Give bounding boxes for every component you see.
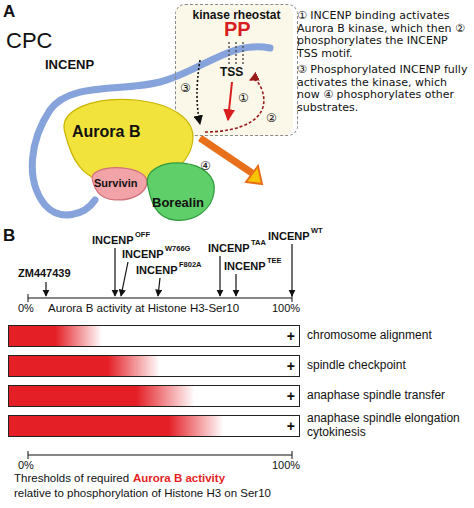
mutant-superscript: TEE: [267, 257, 282, 266]
arrow-one: [228, 82, 232, 120]
axis-title: Aurora B activity at Histone H3-Ser10: [48, 302, 239, 315]
pp-dots: [229, 42, 243, 64]
axis-tick-label: 0%: [18, 302, 34, 315]
mutant-name: INCENP: [136, 264, 178, 277]
arrow-four-head: [246, 166, 262, 184]
arrow-three: [197, 60, 200, 124]
mutant-name: INCENP: [224, 260, 266, 273]
mutant-name: INCENP: [92, 234, 134, 247]
axis-tick-label: 100%: [272, 459, 300, 472]
inhibitor-name: ZM447439: [18, 267, 71, 280]
mutant-superscript: W766G: [165, 245, 190, 254]
mutant-name: INCENP: [122, 248, 164, 261]
arrow-four: [200, 138, 252, 173]
complex-name: CPC: [6, 28, 52, 53]
axis-tick-label: 0%: [18, 459, 34, 472]
node-label: +: [287, 328, 295, 344]
callout-number: ③: [180, 82, 191, 96]
threshold-bar: +spindle checkpoint: [8, 355, 300, 377]
node-label: Survivin: [94, 177, 137, 190]
mutant-superscript: OFF: [135, 231, 150, 240]
mutant-superscript: TAA: [251, 239, 266, 248]
panel-letter: A: [3, 2, 15, 22]
phospho-mark: PP: [224, 18, 251, 41]
motif-name: TSS: [220, 66, 243, 80]
note-text: ③ Phosphorylated INCENP fully activates …: [297, 64, 471, 115]
node-label: +: [287, 418, 295, 434]
callout-number: ④: [200, 160, 211, 174]
node-label: Borealin: [152, 196, 204, 211]
threshold-bar: +chromosome alignment: [8, 325, 300, 347]
note-text: ① INCENP binding activates Aurora B kina…: [297, 10, 471, 61]
axis-title-highlight: Aurora B activity: [133, 472, 225, 485]
node-label: Aurora B: [72, 123, 140, 141]
threshold-bar: +anaphase spindle elongation cytokinesis: [8, 415, 300, 437]
node-label: +: [287, 358, 295, 374]
arrow-two: [205, 79, 264, 132]
callout-number: ①: [238, 92, 249, 106]
bar-label: chromosome alignment: [307, 329, 474, 343]
protein-name: INCENP: [45, 58, 94, 73]
axis-title: relative to phosphorylation of Histone H…: [14, 487, 271, 500]
bar-label: anaphase spindle elongation cytokinesis: [307, 412, 467, 440]
axis-title: Thresholds of required: [14, 472, 129, 485]
mutant-name: INCENP: [268, 230, 310, 243]
callout-number: ②: [266, 112, 277, 126]
mutant-name: INCENP: [208, 242, 250, 255]
node-label: +: [287, 388, 295, 404]
mutant-superscript: F802A: [179, 261, 202, 270]
marker-arrows: [46, 244, 292, 296]
activity-axis: [28, 294, 292, 302]
axis-tick-label: 100%: [272, 302, 300, 315]
mutant-superscript: WT: [311, 227, 323, 236]
threshold-axis: [28, 451, 292, 459]
bar-label: anaphase spindle transfer: [307, 389, 474, 403]
panel-letter: B: [3, 226, 15, 246]
bar-label: spindle checkpoint: [307, 359, 474, 373]
survivin-blob: Survivin: [86, 166, 150, 202]
threshold-bar: +anaphase spindle transfer: [8, 385, 300, 407]
